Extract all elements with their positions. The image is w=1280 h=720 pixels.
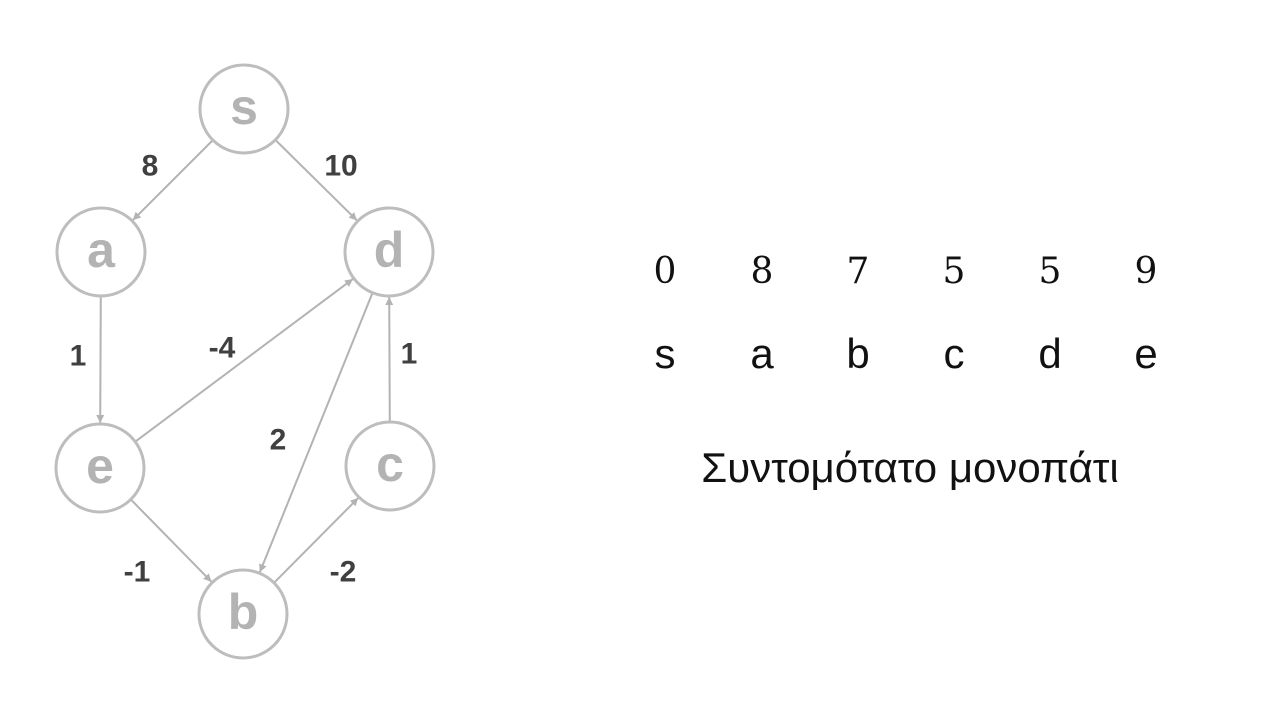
edge-weight-e-d: -4 xyxy=(209,332,236,365)
distance-value-s: 0 xyxy=(653,251,677,292)
node-circle-a xyxy=(55,206,147,298)
edge-weights: 8 10 1 -4 2 1 -1 -2 xyxy=(70,150,418,589)
node-circle-s xyxy=(198,63,290,155)
node-e: e xyxy=(54,422,146,514)
distance-value-b: 7 xyxy=(846,251,870,292)
edges xyxy=(96,139,394,584)
node-b: b xyxy=(197,568,289,660)
edge-b-c xyxy=(273,497,359,584)
edge-weight-e-b: -1 xyxy=(124,556,151,589)
edge-d-b xyxy=(258,292,374,573)
edge-weight-c-d: 1 xyxy=(401,338,418,371)
edge-e-b xyxy=(130,498,213,583)
edge-e-d xyxy=(134,278,354,443)
edge-c-d xyxy=(385,296,394,423)
node-c: c xyxy=(344,420,436,512)
distance-value-e: 9 xyxy=(1134,251,1158,292)
edge-s-d xyxy=(274,139,358,222)
distance-node-b: b xyxy=(846,330,870,377)
distance-node-d: d xyxy=(1038,330,1062,377)
node-label-e: e xyxy=(86,438,114,494)
node-label-b: b xyxy=(228,584,259,640)
distance-node-a: a xyxy=(750,330,774,377)
distance-value-d: 5 xyxy=(1038,251,1062,292)
edge-weight-s-a: 8 xyxy=(142,150,159,183)
nodes: s a d e c b xyxy=(54,63,436,660)
distance-value-c: 5 xyxy=(942,251,966,292)
caption: Συντομότατο μονοπάτι xyxy=(701,444,1119,491)
edge-s-a xyxy=(132,139,214,221)
node-label-s: s xyxy=(230,79,258,135)
node-s: s xyxy=(198,63,290,155)
node-circle-c xyxy=(344,420,436,512)
distance-node-e: e xyxy=(1134,330,1158,377)
node-circle-e xyxy=(54,422,146,514)
edge-weight-d-b: 2 xyxy=(270,424,287,457)
graph-diagram: 8 10 1 -4 2 1 -1 -2 s a d e c b xyxy=(54,63,436,660)
edge-a-e xyxy=(96,295,105,424)
node-label-a: a xyxy=(87,222,116,278)
edge-weight-b-c: -2 xyxy=(330,556,357,589)
node-a: a xyxy=(55,206,147,298)
distance-value-a: 8 xyxy=(750,251,774,292)
distance-node-c: c xyxy=(943,330,965,377)
node-label-d: d xyxy=(374,222,405,278)
edge-weight-s-d: 10 xyxy=(324,150,357,183)
node-d: d xyxy=(343,206,435,298)
edge-weight-a-e: 1 xyxy=(70,340,87,373)
node-label-c: c xyxy=(376,436,404,492)
distance-node-s: s xyxy=(654,330,676,377)
node-circle-d xyxy=(343,206,435,298)
node-circle-b xyxy=(197,568,289,660)
